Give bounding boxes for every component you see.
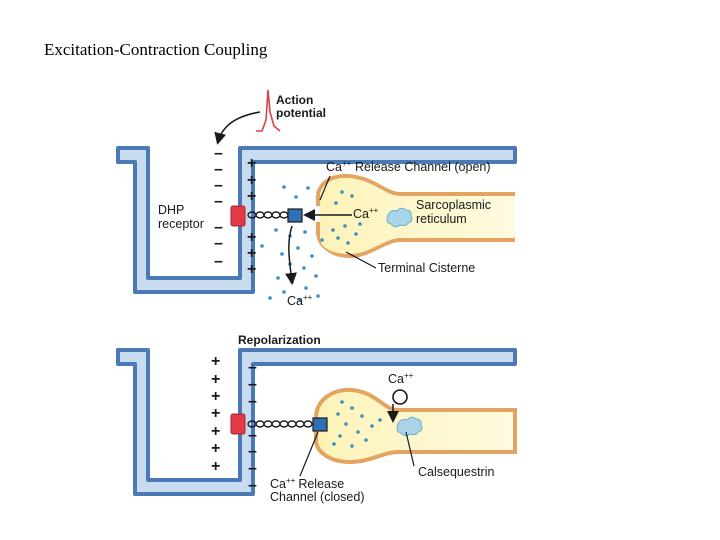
sarcoplasmic-reticulum-label-2: reticulum	[416, 212, 467, 226]
svg-text:–: –	[248, 460, 257, 477]
action-potential-label-2: potential	[276, 106, 326, 120]
svg-text:+: +	[211, 423, 220, 440]
svg-text:+: +	[211, 405, 220, 422]
svg-text:+: +	[211, 458, 220, 475]
membrane-charges-bottom: + + + + + + + – – – – – – –	[211, 353, 257, 494]
calcium-dots-sr-top	[331, 190, 362, 245]
calsequestrin-cloud-bottom	[396, 416, 423, 437]
svg-text:–: –	[248, 359, 257, 376]
svg-text:+: +	[247, 245, 256, 262]
sarcoplasmic-reticulum-label-1: Sarcoplasmic	[416, 198, 491, 212]
action-potential-arrow	[214, 111, 261, 145]
calcium-dots-sr-bottom	[332, 400, 382, 448]
dhp-chain-link-bottom	[247, 420, 313, 428]
action-potential-spike	[256, 89, 281, 132]
bottom-panel: Repolarization + + + + + + + – – – – – –…	[116, 333, 517, 504]
svg-text:–: –	[214, 177, 223, 194]
svg-text:+: +	[211, 371, 220, 388]
svg-text:–: –	[214, 253, 223, 270]
calsequestrin-label: Calsequestrin	[418, 465, 494, 479]
release-channel-closed-label-1: Ca++Release	[270, 476, 344, 491]
svg-text:–: –	[248, 427, 257, 444]
calcium-label-top: Ca++	[353, 206, 379, 221]
page-title: Excitation-Contraction Coupling	[44, 40, 268, 59]
dhp-receptor-label-1: DHP	[158, 203, 184, 217]
svg-text:–: –	[214, 219, 223, 236]
calsequestrin-cloud-top	[386, 207, 413, 228]
svg-text:–: –	[214, 161, 223, 178]
svg-text:+: +	[247, 188, 256, 205]
calcium-diffusion-arrow	[285, 225, 297, 285]
terminal-cisterne-label: Terminal Cisterne	[378, 261, 475, 275]
dhp-receptor-bottom	[230, 413, 246, 435]
svg-text:+: +	[211, 353, 220, 370]
svg-text:–: –	[214, 145, 223, 162]
svg-text:–: –	[248, 393, 257, 410]
calcium-label-cytosol: Ca++	[287, 293, 313, 308]
release-channel-closed-label-2: Channel (closed)	[270, 490, 365, 504]
release-channel-open	[287, 208, 303, 223]
svg-text:–: –	[214, 235, 223, 252]
top-panel: – – – – – – – + + + + + + Action potenti…	[116, 89, 517, 308]
svg-text:–: –	[214, 193, 223, 210]
repolarization-label: Repolarization	[238, 333, 321, 347]
svg-text:+: +	[211, 440, 220, 457]
dhp-receptor-label-2: receptor	[158, 217, 204, 231]
svg-text:+: +	[247, 155, 256, 172]
calcium-dots-released	[260, 185, 324, 302]
release-channel-open-label: Release Channel (open)	[355, 160, 491, 174]
t-tubule-membrane-top	[116, 146, 517, 294]
release-channel-open-ca-label: Ca++	[326, 159, 352, 174]
dhp-receptor-top	[230, 205, 246, 227]
calcium-pump	[392, 389, 408, 405]
svg-text:–: –	[248, 376, 257, 393]
release-channel-closed	[312, 417, 328, 432]
action-potential-label-1: Action	[276, 93, 313, 107]
svg-text:+: +	[211, 388, 220, 405]
svg-text:–: –	[248, 477, 257, 494]
membrane-charges-top: – – – – – – – + + + + + +	[214, 145, 256, 278]
svg-text:–: –	[248, 443, 257, 460]
sarcoplasmic-reticulum-top	[316, 173, 515, 259]
svg-text:+: +	[247, 261, 256, 278]
svg-text:+: +	[247, 229, 256, 246]
t-tubule-membrane-bottom	[116, 348, 517, 496]
svg-text:+: +	[247, 172, 256, 189]
calcium-label-bottom: Ca++	[388, 371, 414, 386]
